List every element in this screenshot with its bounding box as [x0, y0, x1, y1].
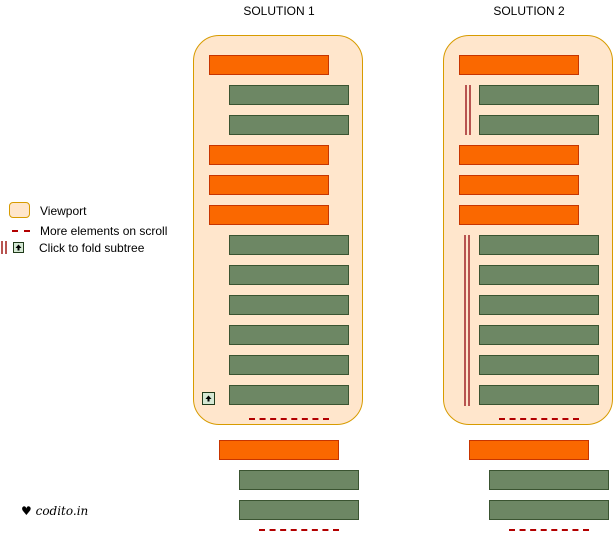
child-node-6	[229, 325, 349, 345]
child-node-8	[479, 385, 599, 405]
node-1	[209, 55, 329, 75]
child-node-8	[229, 385, 349, 405]
offscreen-node-1	[219, 440, 339, 460]
child-node-7	[479, 355, 599, 375]
credit: ♥ codito.in	[21, 504, 88, 518]
node-4	[209, 205, 329, 225]
fold-line[interactable]	[464, 235, 466, 406]
more-elements-dash	[499, 418, 579, 420]
fold-subtree-icon[interactable]	[202, 392, 215, 405]
legend-more-dash	[12, 230, 30, 232]
node-3	[459, 175, 579, 195]
offscreen-child-node-1	[239, 470, 359, 490]
offscreen-child-node-2	[239, 500, 359, 520]
legend-more-label: More elements on scroll	[40, 224, 168, 238]
legend-viewport-label: Viewport	[40, 204, 87, 218]
child-node-1	[479, 85, 599, 105]
child-node-2	[479, 115, 599, 135]
legend-fold-line-2	[5, 241, 7, 254]
child-node-3	[479, 235, 599, 255]
node-4	[459, 205, 579, 225]
node-3	[209, 175, 329, 195]
offscreen-child-node-1	[489, 470, 609, 490]
node-2	[459, 145, 579, 165]
solution-2-title: SOLUTION 2	[493, 4, 565, 18]
child-node-4	[229, 265, 349, 285]
node-2	[209, 145, 329, 165]
credit-text[interactable]: codito.in	[35, 504, 89, 518]
offscreen-child-node-2	[489, 500, 609, 520]
more-elements-dash	[259, 529, 339, 531]
fold-line[interactable]	[465, 85, 467, 135]
child-node-3	[229, 235, 349, 255]
child-node-7	[229, 355, 349, 375]
legend-viewport-swatch	[9, 202, 30, 218]
legend-fold-line-1	[1, 241, 3, 254]
child-node-1	[229, 85, 349, 105]
node-1	[459, 55, 579, 75]
child-node-2	[229, 115, 349, 135]
child-node-4	[479, 265, 599, 285]
legend-fold-label: Click to fold subtree	[39, 241, 145, 255]
child-node-5	[479, 295, 599, 315]
heart-icon: ♥	[21, 504, 32, 518]
fold-line[interactable]	[468, 235, 470, 406]
child-node-6	[479, 325, 599, 345]
fold-line[interactable]	[469, 85, 471, 135]
more-elements-dash	[509, 529, 589, 531]
fold-icon	[13, 242, 24, 253]
offscreen-node-1	[469, 440, 589, 460]
more-elements-dash	[249, 418, 329, 420]
child-node-5	[229, 295, 349, 315]
solution-1-title: SOLUTION 1	[243, 4, 315, 18]
